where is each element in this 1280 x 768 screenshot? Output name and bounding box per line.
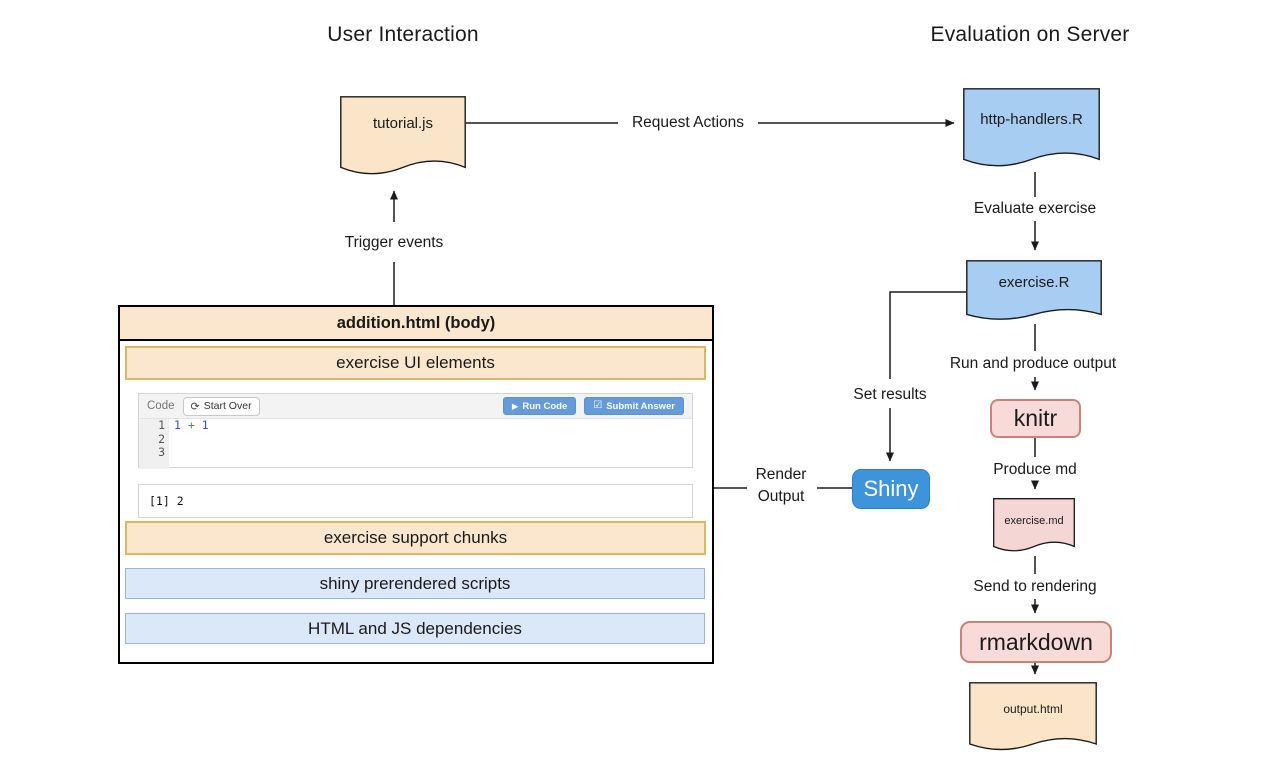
line-number: 2 [158, 431, 165, 446]
bar-shiny-prerendered-scripts: shiny prerendered scripts [125, 568, 705, 599]
edge-label-set-results: Set results [849, 384, 931, 405]
start-over-label: Start Over [203, 400, 252, 412]
arrow-set-results [886, 291, 966, 462]
code-token: 1 [201, 418, 209, 432]
node-label: knitr [1013, 405, 1058, 431]
edge-label-run-and-produce-output: Run and produce output [945, 353, 1121, 374]
bar-label: exercise support chunks [323, 528, 508, 547]
edge-label-trigger-events: Trigger events [340, 232, 448, 253]
exercise-output-box: [1] 2 [138, 484, 693, 518]
start-over-button[interactable]: ⟳ Start Over [182, 396, 260, 416]
run-code-button[interactable]: ▶ Run Code [502, 397, 577, 415]
node-exercise-md: exercise.md [993, 498, 1075, 555]
run-code-label: Run Code [522, 400, 568, 412]
edge-label-render-output-line2: Output [757, 488, 805, 505]
edge-label-render-output-line1: Render [755, 466, 807, 483]
code-token: 1 [174, 418, 181, 432]
bar-label: HTML and JS dependencies [308, 618, 522, 638]
submit-answer-label: Submit Answer [606, 400, 675, 412]
edge-label-evaluate-exercise: Evaluate exercise [969, 198, 1101, 219]
exercise-output-text: [1] 2 [149, 494, 184, 508]
node-label: tutorial.js [372, 115, 434, 132]
editor-toolbar: Code ⟳ Start Over ▶ Run Code ☑ Submit An… [139, 394, 692, 419]
bar-exercise-support-chunks: exercise support chunks [125, 521, 706, 555]
bar-label: exercise UI elements [336, 353, 495, 372]
node-label: Shiny [863, 476, 919, 501]
edge-label-send-to-rendering: Send to rendering [969, 576, 1101, 597]
node-tutorial-js: tutorial.js [340, 96, 466, 180]
bar-exercise-ui-elements: exercise UI elements [125, 346, 706, 380]
checkbox-icon: ☑ [593, 400, 603, 411]
play-icon: ▶ [511, 400, 519, 411]
editor-code-line: 1 + 1 [169, 418, 209, 469]
bar-html-js-dependencies: HTML and JS dependencies [125, 613, 705, 644]
editor-body[interactable]: 1 2 3 1 + 1 [139, 418, 692, 469]
exercise-code-editor[interactable]: Code ⟳ Start Over ▶ Run Code ☑ Submit An… [138, 393, 693, 469]
node-shiny: Shiny [852, 469, 930, 509]
node-label: exercise.md [1004, 515, 1064, 527]
document-shape [993, 498, 1075, 552]
document-shape [966, 260, 1102, 320]
bar-label: shiny prerendered scripts [319, 573, 511, 593]
node-http-handlers: http-handlers.R [963, 88, 1100, 172]
edge-label-render-output: Render Output [751, 464, 811, 508]
editor-gutter: 1 2 3 [139, 418, 169, 469]
addition-html-title: addition.html (body) [336, 313, 496, 332]
code-token: + [187, 418, 195, 432]
node-knitr: knitr [990, 399, 1081, 438]
title-evaluation-on-server: Evaluation on Server [930, 23, 1130, 46]
edge-label-request-actions: Request Actions [627, 112, 749, 133]
node-label: rmarkdown [979, 628, 1093, 655]
document-shape [340, 96, 466, 175]
addition-html-title-bar: addition.html (body) [120, 307, 712, 341]
document-shape [963, 88, 1100, 167]
title-user-interaction: User Interaction [327, 23, 479, 46]
refresh-icon: ⟳ [190, 400, 200, 413]
submit-answer-button[interactable]: ☑ Submit Answer [584, 397, 684, 415]
document-shape [969, 682, 1097, 751]
node-label: output.html [1003, 702, 1063, 716]
node-output-html: output.html [969, 682, 1097, 755]
node-label: exercise.R [998, 274, 1070, 291]
edge-label-produce-md: Produce md [989, 459, 1081, 480]
line-number: 1 [158, 418, 165, 432]
addition-html-body-box: addition.html (body) exercise UI element… [118, 305, 714, 664]
node-label: http-handlers.R [980, 111, 1083, 128]
code-label: Code [147, 400, 175, 412]
line-number: 3 [158, 445, 165, 459]
node-exercise-r: exercise.R [966, 260, 1102, 324]
node-rmarkdown: rmarkdown [960, 621, 1112, 663]
